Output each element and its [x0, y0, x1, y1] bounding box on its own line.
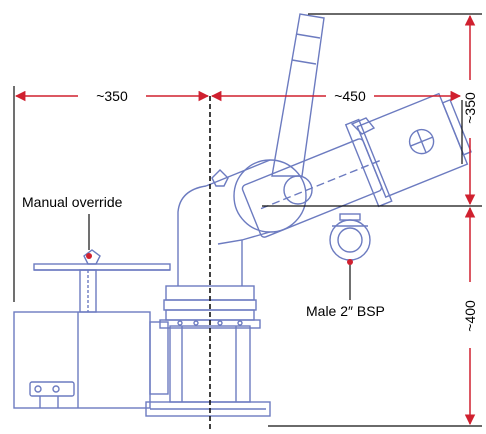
dimension-lines — [13, 13, 482, 427]
locking-knob-left — [211, 169, 229, 187]
dim-left-width: ~350 — [96, 88, 128, 104]
dim-top-height: ~350 — [462, 92, 478, 124]
dimension-arrows — [14, 14, 476, 426]
equipment-outline — [13, 13, 472, 417]
riser-elbow — [177, 185, 207, 286]
dim-right-width: ~450 — [334, 88, 366, 104]
dim-bottom-height: ~400 — [462, 300, 478, 332]
inlet-marker — [347, 259, 353, 265]
control-handle — [271, 13, 325, 177]
override-handwheel — [83, 249, 101, 265]
gearbox-housing — [13, 311, 151, 409]
manual-override-label: Manual override — [22, 194, 123, 210]
manual-override-marker — [86, 253, 92, 259]
override-plate — [33, 263, 171, 271]
locking-knob-right — [350, 117, 376, 135]
actuator-lever — [29, 381, 75, 397]
nozzle-barrel — [241, 92, 472, 238]
inlet-label: Male 2″ BSP — [306, 303, 385, 319]
